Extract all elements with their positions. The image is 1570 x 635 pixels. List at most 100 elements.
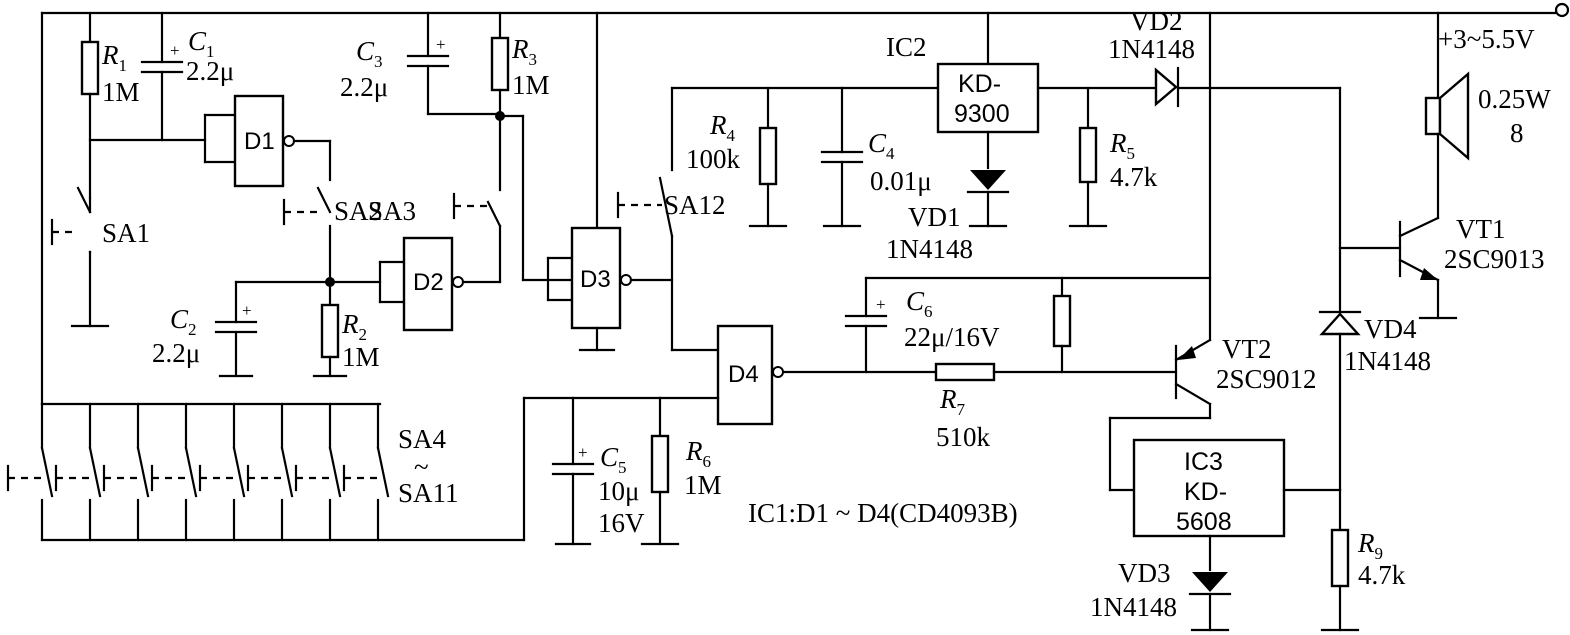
supply-terminal: [1554, 2, 1570, 18]
r1-label: R1: [101, 40, 127, 75]
r3-label: R3: [511, 34, 537, 69]
d4-gate: [658, 324, 784, 426]
supply-label: +3~5.5V: [1438, 24, 1535, 54]
sa12-switch: [616, 86, 720, 352]
c2-capacitor: +: [214, 280, 258, 378]
vd1-part: 1N4148: [886, 234, 973, 264]
r4-resistor: [748, 86, 788, 228]
sa-tilde: ~: [414, 452, 429, 482]
r3-resistor: [490, 11, 510, 120]
r1-value: 1M: [102, 77, 140, 107]
vt1-part: 2SC9013: [1444, 244, 1545, 274]
c3-label: C3: [356, 36, 383, 71]
chip-note: IC1:D1 ~ D4(CD4093B): [748, 498, 1018, 528]
r2-value: 1M: [342, 342, 380, 372]
keypad-switch: [198, 402, 246, 542]
vd2-name: VD2: [1130, 6, 1183, 36]
r4-value: 100k: [686, 144, 741, 174]
c3-value: 2.2μ: [340, 72, 388, 102]
c1-capacitor: +: [140, 11, 184, 142]
vd1-diode: [966, 170, 1010, 228]
sa3-switch: [452, 116, 502, 228]
keypad-switch: [342, 402, 390, 542]
vt1-transistor: [1338, 216, 1458, 320]
ic3-chip: [1108, 416, 1342, 572]
sa1-label: SA1: [102, 218, 150, 248]
vd3-diode: [1188, 572, 1232, 632]
ic2-part-line2: 9300: [954, 100, 1010, 128]
r2-label: R2: [341, 309, 367, 344]
ic3-part-line1: KD-: [1184, 478, 1227, 506]
d2-label: D2: [413, 269, 444, 296]
c2-value: 2.2μ: [152, 338, 200, 368]
vd4-part: 1N4148: [1344, 346, 1431, 376]
keypad-switch: [150, 402, 198, 542]
ic3-name: IC3: [1184, 448, 1223, 476]
d3-gate: [546, 226, 674, 352]
vd1-name: VD1: [908, 202, 961, 232]
c5-value: 10μ: [598, 476, 639, 506]
speaker-impedance: 8: [1510, 118, 1524, 148]
d3-label: D3: [580, 266, 611, 293]
r9-value: 4.7k: [1358, 560, 1406, 590]
feedback-resistor: [1052, 276, 1072, 374]
c5-capacitor: +: [551, 396, 595, 546]
r7-value: 510k: [936, 422, 991, 452]
vd3-name: VD3: [1118, 558, 1171, 588]
keypad-switch: [54, 402, 102, 542]
r9-label: R9: [1357, 528, 1383, 563]
d1-gate: [203, 94, 332, 188]
keypad-switches: [6, 402, 390, 542]
vd2-part: 1N4148: [1108, 34, 1195, 64]
r5-value: 4.7k: [1110, 162, 1158, 192]
keypad-switch: [102, 402, 150, 542]
c5-voltage: 16V: [598, 508, 645, 538]
r7-label: R7: [939, 384, 966, 419]
r6-label: R6: [685, 436, 711, 471]
d4-label: D4: [728, 361, 759, 388]
c2-label: C2: [170, 304, 197, 339]
vd2-diode: [1154, 66, 1342, 312]
svg-text:+: +: [170, 41, 180, 60]
vt2-part: 2SC9012: [1216, 364, 1317, 394]
vd4-diode: [1318, 310, 1362, 492]
vd4-name: VD4: [1364, 314, 1417, 344]
keypad-switch: [246, 402, 294, 542]
svg-text:+: +: [876, 295, 886, 314]
sa4-label: SA4: [398, 424, 447, 454]
r5-resistor: [1068, 86, 1108, 228]
c3-capacitor: +: [406, 11, 502, 116]
sa1-switch: [50, 186, 110, 328]
speaker: [1424, 11, 1470, 220]
r3-value: 1M: [512, 70, 550, 100]
c6-label: C6: [906, 286, 933, 321]
c4-capacitor: [820, 86, 864, 228]
c6-capacitor: +: [844, 276, 888, 374]
c6-value: 22μ/16V: [904, 322, 1000, 352]
svg-text:+: +: [436, 35, 446, 54]
svg-text:+: +: [242, 301, 252, 320]
ic3-part-line2: 5608: [1176, 508, 1232, 536]
vt2-transistor: [1174, 338, 1212, 420]
svg-text:+: +: [578, 443, 588, 462]
r5-label: R5: [1109, 128, 1135, 163]
r1-resistor: [80, 11, 100, 200]
c1-label: C1: [188, 26, 215, 61]
d1-label: D1: [244, 128, 275, 155]
c4-label: C4: [868, 128, 895, 163]
r4-label: R4: [709, 110, 736, 145]
keypad-switch: [294, 402, 342, 542]
ic2-chip: [936, 11, 1160, 170]
vd3-part: 1N4148: [1090, 592, 1177, 622]
c5-label: C5: [600, 442, 627, 477]
ic2-part-line1: KD-: [958, 70, 1001, 98]
r6-value: 1M: [684, 470, 722, 500]
d2-gate: [378, 224, 502, 332]
c4-value: 0.01μ: [870, 166, 932, 196]
speaker-power: 0.25W: [1478, 84, 1551, 114]
vt2-name: VT2: [1222, 334, 1272, 364]
vt1-name: VT1: [1456, 214, 1506, 244]
r9-resistor: [1320, 488, 1360, 632]
sa11-label: SA11: [398, 478, 459, 508]
